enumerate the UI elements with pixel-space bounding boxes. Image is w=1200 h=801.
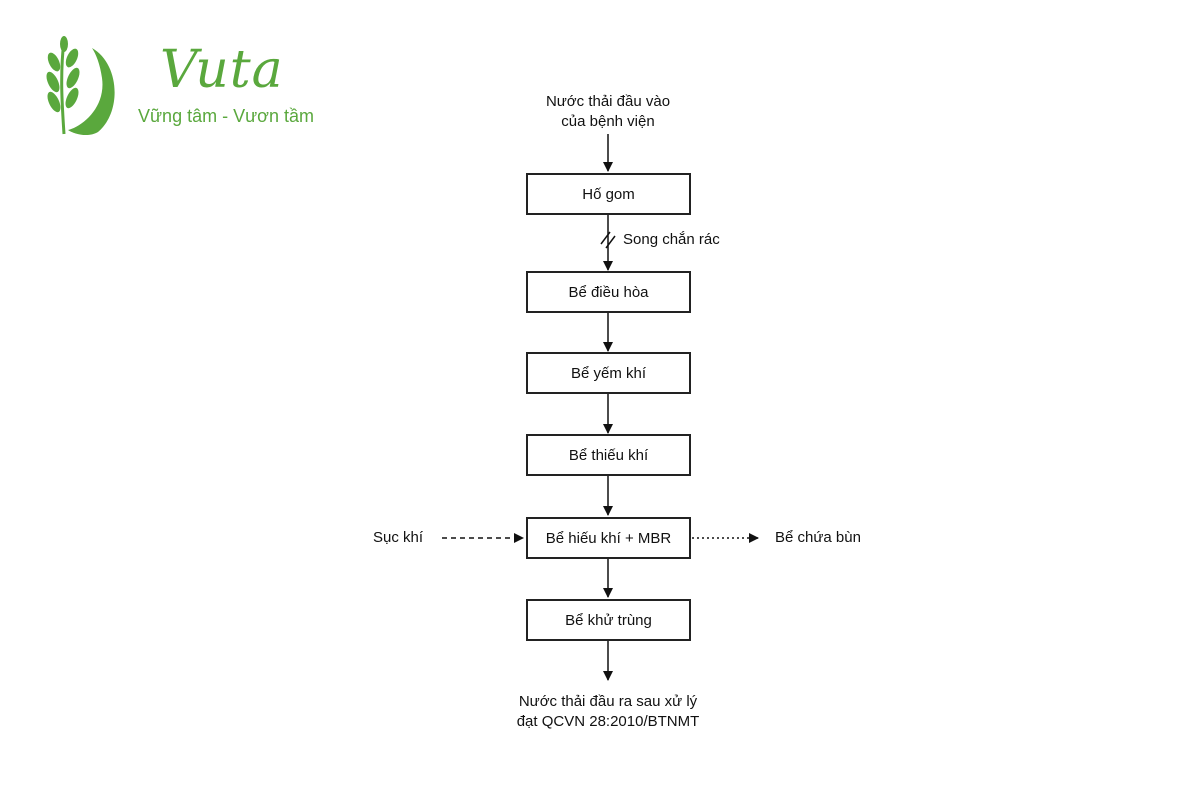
brand-tagline: Vững tâm - Vươn tầm	[138, 106, 314, 126]
step-be-khu-trung: Bể khử trùng	[526, 599, 691, 641]
step-ho-gom: Hố gom	[526, 173, 691, 215]
step-be-hieu-khi-mbr: Bể hiếu khí + MBR	[526, 517, 691, 559]
step-be-dieu-hoa: Bể điều hòa	[526, 271, 691, 313]
brand-name: Vuta	[160, 40, 284, 100]
vuta-logo-icon	[46, 36, 115, 136]
output-label: Nước thải đầu ra sau xử lý đạt QCVN 28:2…	[516, 693, 700, 730]
input-label: Nước thải đầu vào của bệnh viện	[545, 93, 671, 130]
screen-label: Song chắn rác	[623, 231, 720, 248]
screen-symbol	[600, 231, 616, 249]
step-be-thieu-khi: Bể thiếu khí	[526, 434, 691, 476]
sludge-label: Bể chứa bùn	[775, 529, 861, 546]
step-be-yem-khi: Bể yếm khí	[526, 352, 691, 394]
aeration-label: Sục khí	[373, 529, 424, 546]
